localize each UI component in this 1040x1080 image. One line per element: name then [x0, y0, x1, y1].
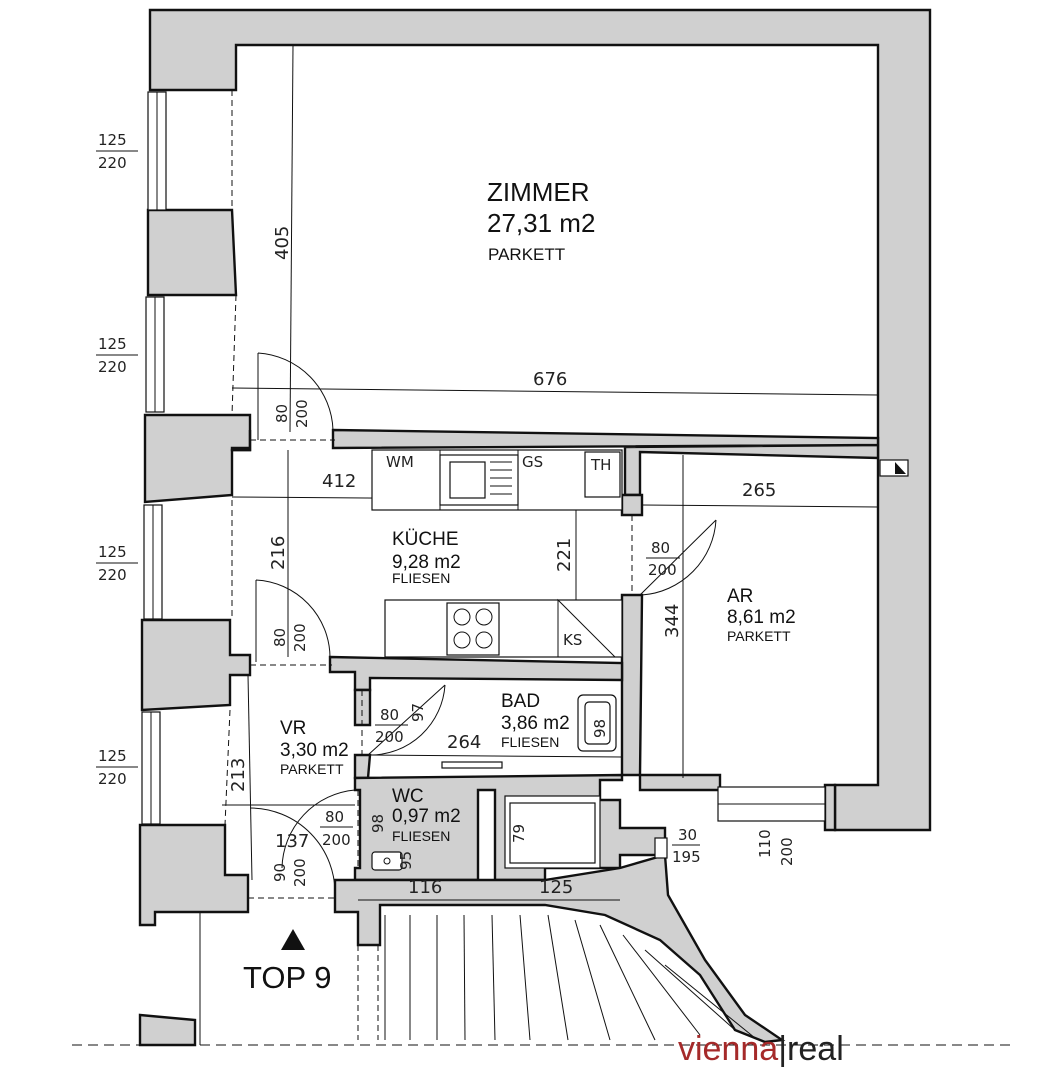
dim-bad-width: 264 [447, 732, 481, 753]
zimmer-floor: PARKETT [488, 245, 565, 264]
dim-door-kueche-h: 200 [291, 623, 309, 652]
vr-name: VR [280, 718, 306, 739]
vienna-real-logo: vienna|real [678, 1030, 844, 1068]
logo-text: vienna|real [678, 1030, 844, 1068]
bad-area: 3,86 m2 [501, 713, 570, 734]
dimension-labels: 405 676 412 216 221 265 344 213 264 137 … [228, 226, 796, 898]
basin-98-label: 98 [591, 719, 609, 738]
dimension-lines [222, 44, 879, 901]
left-pier-1 [146, 208, 238, 297]
staircase [72, 912, 1010, 1046]
ar-name: AR [727, 586, 753, 607]
dim-door-ar-h: 200 [648, 561, 677, 579]
dim-shaft-79: 79 [510, 824, 528, 843]
bad-name: BAD [501, 691, 540, 712]
dim-ar-window-h: 200 [778, 837, 796, 866]
dim-door-entry-w: 90 [271, 863, 289, 882]
dim-door-bad-w: 80 [380, 706, 399, 724]
dim-kueche-inner: 221 [554, 538, 575, 572]
kitchen-counter-bottom [384, 599, 623, 658]
window-4-top: 125 [98, 747, 127, 765]
fridge-icon [557, 598, 617, 658]
dim-vr-height: 213 [228, 758, 249, 792]
dim-kueche-width: 412 [322, 471, 356, 492]
outer-wall-top-right [148, 8, 932, 832]
stove-icon [446, 602, 500, 656]
wc-name: WC [392, 786, 424, 807]
dim-door-ar-w: 80 [651, 539, 670, 557]
dim-small-window-h: 195 [672, 848, 701, 866]
left-pier-2 [143, 413, 252, 504]
kueche-name: KÜCHE [392, 529, 459, 550]
dim-door-bad-h: 200 [375, 728, 404, 746]
dishwasher-label: GS [522, 453, 543, 471]
zimmer-area: 27,31 m2 [487, 208, 595, 238]
unit-label: TOP 9 [243, 960, 331, 995]
washing-machine-label: WM [386, 453, 414, 471]
ar-area: 8,61 m2 [727, 607, 796, 628]
vr-floor: PARKETT [280, 761, 344, 777]
vr-area: 3,30 m2 [280, 740, 349, 761]
ar-floor: PARKETT [727, 628, 791, 644]
wc-area: 0,97 m2 [392, 806, 461, 827]
wc-basin-icon [371, 851, 403, 871]
dim-vr-width: 137 [275, 831, 309, 852]
dim-wc-98: 98 [369, 814, 387, 833]
dim-stair-width: 125 [539, 877, 573, 898]
left-windows [141, 90, 237, 826]
small-window [654, 837, 668, 859]
window-3-bottom: 220 [98, 566, 127, 584]
left-pier-3 [140, 618, 252, 712]
kitchen-fixtures: WM GS TH KS [371, 449, 623, 658]
wall-stair [333, 853, 786, 1044]
window-1-top: 125 [98, 131, 127, 149]
window-3-top: 125 [98, 543, 127, 561]
logo-separator: | [778, 1030, 787, 1068]
dim-door-kueche-w: 80 [271, 628, 289, 647]
dim-door-wc-w: 80 [325, 808, 344, 826]
window-2-bottom: 220 [98, 358, 127, 376]
bath-fixtures: 98 [371, 694, 617, 871]
dim-door-entry-h: 200 [291, 858, 309, 887]
water-heater-icon [584, 451, 621, 498]
bath-radiator [441, 761, 503, 769]
dim-door-wc-h: 200 [322, 831, 351, 849]
logo-part2: real [787, 1030, 844, 1068]
dim-bad-97: 97 [409, 703, 427, 722]
unit-marker: TOP 9 [243, 929, 331, 995]
window-2-top: 125 [98, 335, 127, 353]
wall-kueche-bad [328, 655, 624, 692]
dim-zimmer-width: 676 [533, 369, 567, 390]
dim-door-zimmer-h: 200 [293, 399, 311, 428]
doors [248, 352, 717, 899]
room-labels: ZIMMER 27,31 m2 PARKETT KÜCHE 9,28 m2 FL… [280, 177, 796, 844]
dim-ar-height: 344 [662, 604, 683, 638]
kueche-area: 9,28 m2 [392, 552, 461, 573]
water-heater-label: TH [590, 456, 611, 474]
dim-wc-width: 116 [408, 877, 442, 898]
dim-zimmer-height: 405 [272, 226, 293, 260]
fridge-label: KS [563, 631, 582, 649]
dim-wc-95: 95 [397, 851, 415, 870]
left-lower-wall [138, 1013, 197, 1047]
window-1-bottom: 220 [98, 154, 127, 172]
window-labels: 125 220 125 220 125 220 125 220 [96, 131, 138, 788]
kueche-floor: FLIESEN [392, 570, 450, 586]
walls [138, 8, 932, 1047]
dim-ar-width: 265 [742, 480, 776, 501]
left-pier-4 [138, 823, 250, 927]
wc-floor: FLIESEN [392, 828, 450, 844]
ar-window [654, 459, 909, 859]
dim-ar-window-w: 110 [756, 829, 774, 858]
zimmer-name: ZIMMER [487, 177, 590, 207]
entrance-arrow-icon [281, 929, 305, 950]
dim-kueche-height: 216 [268, 536, 289, 570]
dim-door-zimmer-w: 80 [273, 404, 291, 423]
bad-floor: FLIESEN [501, 734, 559, 750]
sink-basin [449, 461, 486, 499]
dim-small-window-w: 30 [678, 826, 697, 844]
window-4-bottom: 220 [98, 770, 127, 788]
logo-part1: vienna [678, 1030, 778, 1068]
